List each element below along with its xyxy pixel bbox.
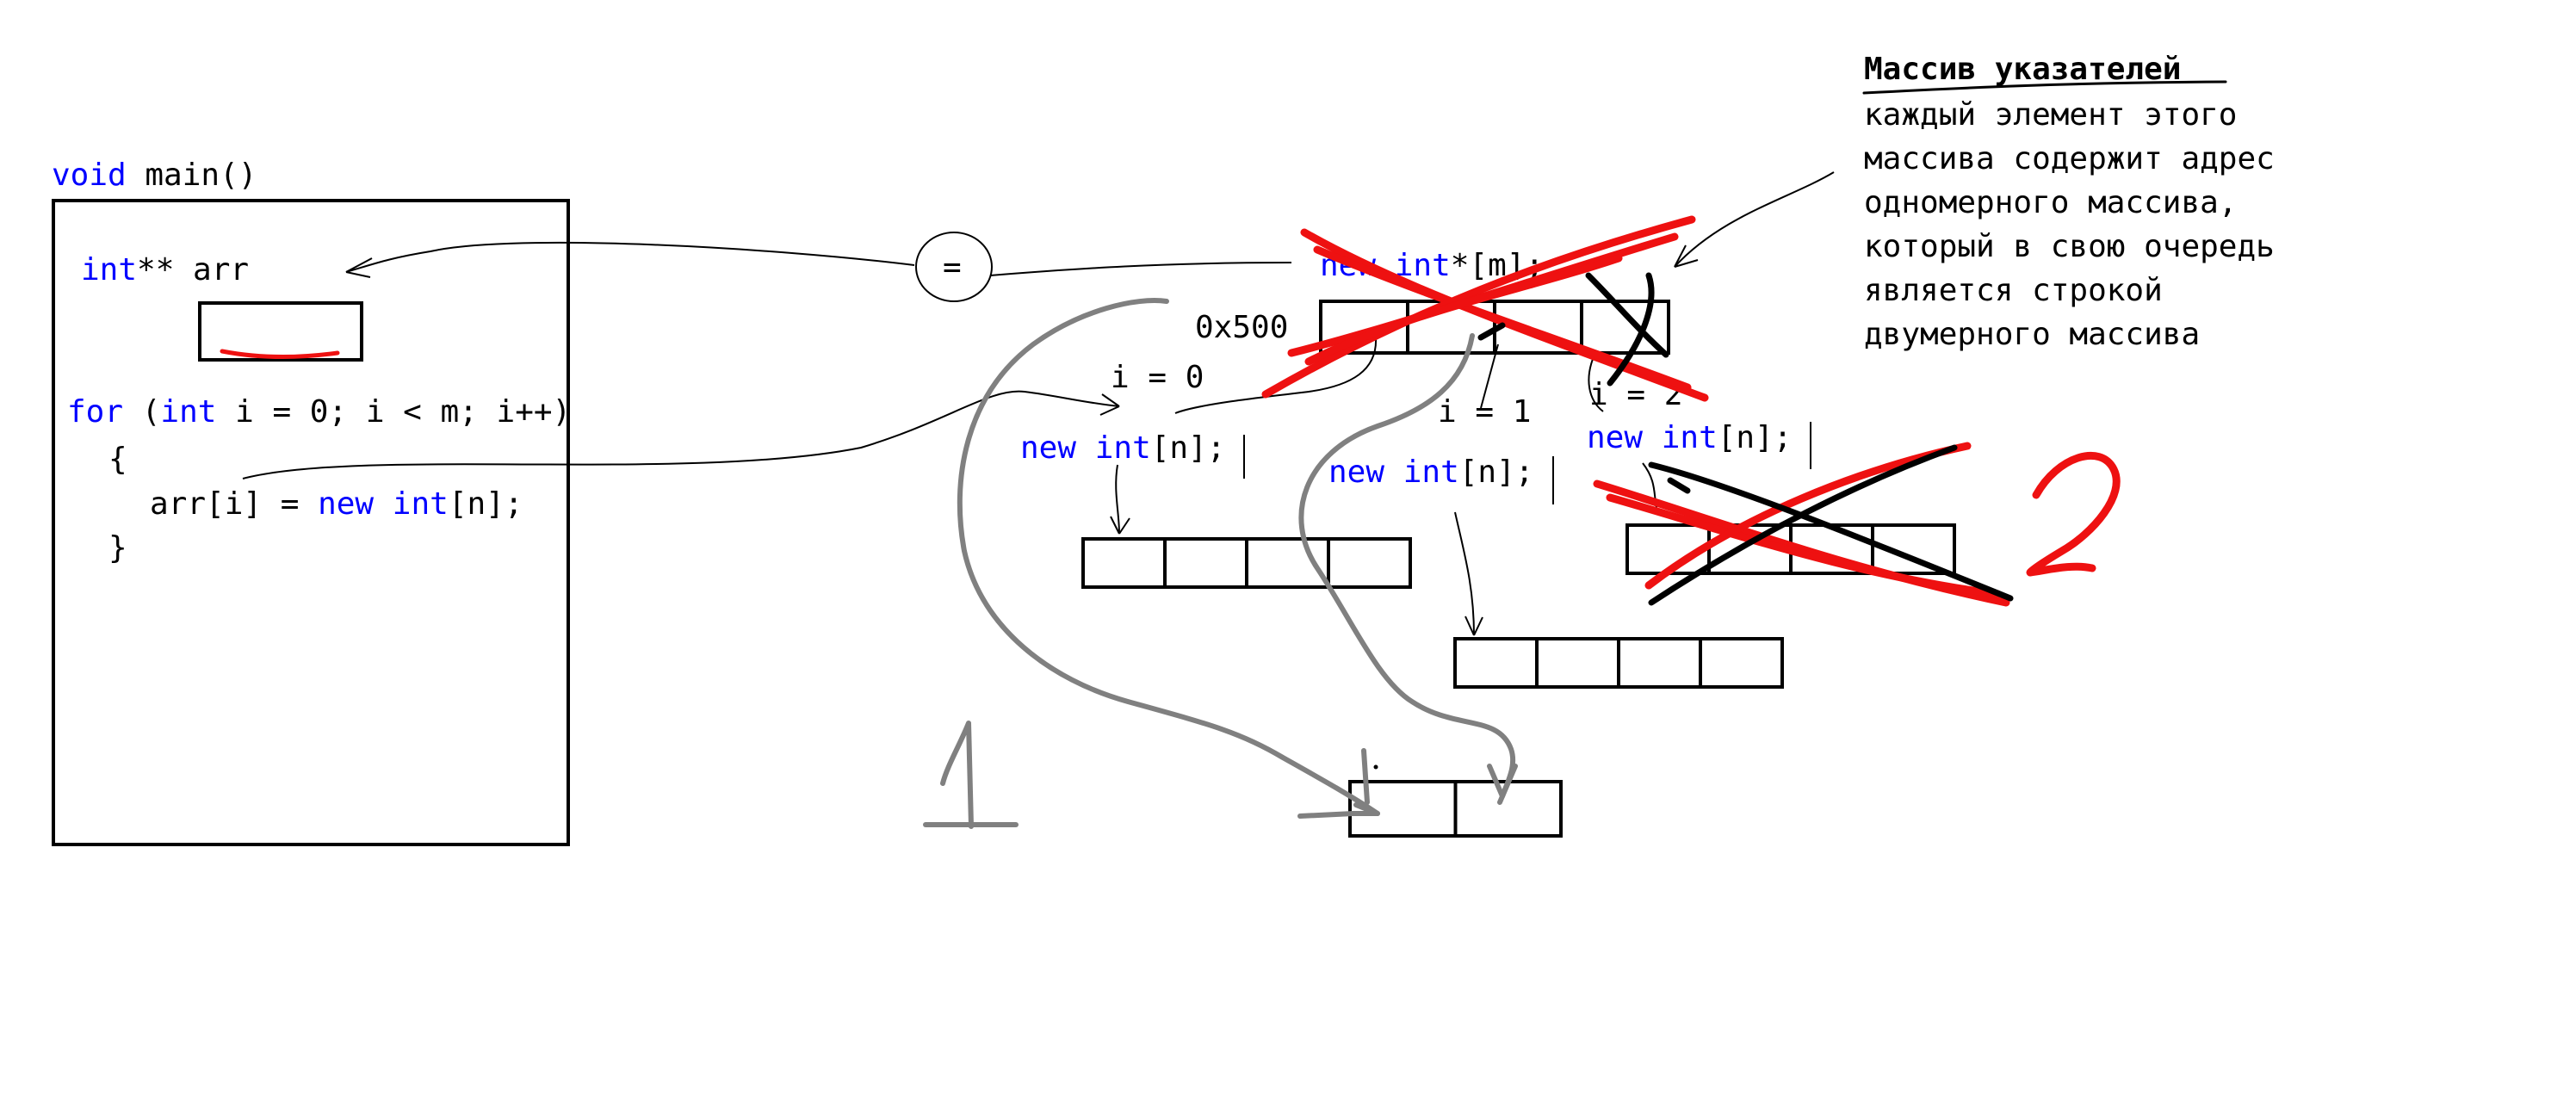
loop-to-row0-arrow bbox=[242, 390, 1120, 479]
row1-array bbox=[1453, 637, 1784, 689]
annotation-title-underline bbox=[1862, 80, 2227, 95]
row1-cell-2 bbox=[1617, 637, 1702, 689]
row1-cell-0 bbox=[1453, 637, 1539, 689]
annotation-arrowhead bbox=[1674, 244, 1699, 268]
row0-expr: new int[n]; bbox=[1020, 430, 1225, 466]
step-two-stroke bbox=[2026, 451, 2121, 577]
bottom-array-cell-1 bbox=[1453, 780, 1563, 838]
annotation-arrow bbox=[1674, 171, 1835, 268]
strike-row2-a2 bbox=[1606, 493, 2002, 598]
pointer-array-cell-3 bbox=[1580, 300, 1670, 355]
row1-arrow bbox=[1454, 511, 1475, 636]
gray-curve-right bbox=[1298, 333, 1516, 799]
gray-arrowhead-left bbox=[1297, 802, 1380, 819]
black-stroke-row2-b bbox=[1648, 444, 1958, 606]
annotation-line-1: каждый элемент этого bbox=[1864, 97, 2237, 133]
row1-arrowhead bbox=[1464, 616, 1483, 636]
arr-value-box bbox=[198, 301, 363, 362]
strike-ptr-c bbox=[1304, 254, 1623, 366]
gray-arrowhead-right bbox=[1487, 764, 1518, 805]
annotation-title: Массив указателей bbox=[1864, 52, 2181, 87]
black-stroke-a bbox=[1585, 272, 1669, 358]
annotation-line-6: двумерного массива bbox=[1864, 317, 2200, 352]
annotation-line-5: является строкой bbox=[1864, 273, 2163, 308]
bottom-array bbox=[1348, 780, 1563, 838]
annotation-line-2: массива содержит адрес bbox=[1864, 141, 2275, 176]
gray-curve-left bbox=[957, 298, 1380, 816]
step-two-label: 2 bbox=[2066, 507, 2072, 519]
gray-tick bbox=[1361, 748, 1370, 805]
ptr2-to-row2-line bbox=[1588, 354, 1604, 412]
row1-index-label: i = 1 bbox=[1438, 394, 1531, 430]
connector-line-right bbox=[989, 262, 1292, 276]
black-stroke-c bbox=[1477, 322, 1506, 341]
for-loop-header: for (int i = 0; i < m; i++) bbox=[67, 394, 571, 430]
loop-brace-close: } bbox=[108, 530, 127, 566]
connector-line-left bbox=[345, 241, 915, 273]
row0-cell-1 bbox=[1163, 537, 1248, 589]
bottom-dot bbox=[1373, 764, 1378, 770]
loop-body-statement: arr[i] = new int[n]; bbox=[150, 486, 523, 522]
ptr1-to-row1-line bbox=[1480, 343, 1499, 409]
main-function-frame bbox=[52, 199, 570, 846]
row1-expr: new int[n]; bbox=[1328, 455, 1533, 490]
ptr0-to-row0-line bbox=[1174, 337, 1378, 414]
row0-array bbox=[1081, 537, 1412, 589]
row2-expr: new int[n]; bbox=[1587, 420, 1792, 455]
row0-cell-0 bbox=[1081, 537, 1167, 589]
loop-to-row0-arrowhead bbox=[1099, 393, 1120, 416]
row1-cell-3 bbox=[1699, 637, 1784, 689]
annotation-line-4: который в свою очередь bbox=[1864, 229, 2275, 264]
arr-declaration: int** arr bbox=[81, 252, 249, 288]
arr-value-underline bbox=[220, 349, 340, 360]
black-stroke-row2-c bbox=[1667, 477, 1691, 494]
black-stroke-b bbox=[1607, 272, 1655, 387]
main-signature: void main() bbox=[52, 158, 257, 193]
pointer-array-address: 0x500 bbox=[1195, 310, 1288, 345]
step-one-label: 1 bbox=[956, 791, 962, 803]
row0-index-label: i = 0 bbox=[1111, 360, 1204, 395]
step-one-stroke bbox=[940, 721, 974, 829]
loop-brace-open: { bbox=[108, 442, 127, 477]
assign-symbol: = bbox=[943, 250, 962, 285]
row0-cell-3 bbox=[1327, 537, 1412, 589]
annotation-line-3: одномерного массива, bbox=[1864, 185, 2237, 220]
strike-ptr-b bbox=[1261, 215, 1696, 399]
row2-cell-3 bbox=[1871, 523, 1956, 575]
connector-arrowhead bbox=[345, 257, 373, 278]
strike-ptr-a2 bbox=[1313, 245, 1692, 392]
row0-arrowhead bbox=[1110, 516, 1130, 535]
row1-cell-1 bbox=[1535, 637, 1620, 689]
row0-arrow bbox=[1115, 464, 1120, 535]
assign-circle bbox=[915, 232, 993, 302]
